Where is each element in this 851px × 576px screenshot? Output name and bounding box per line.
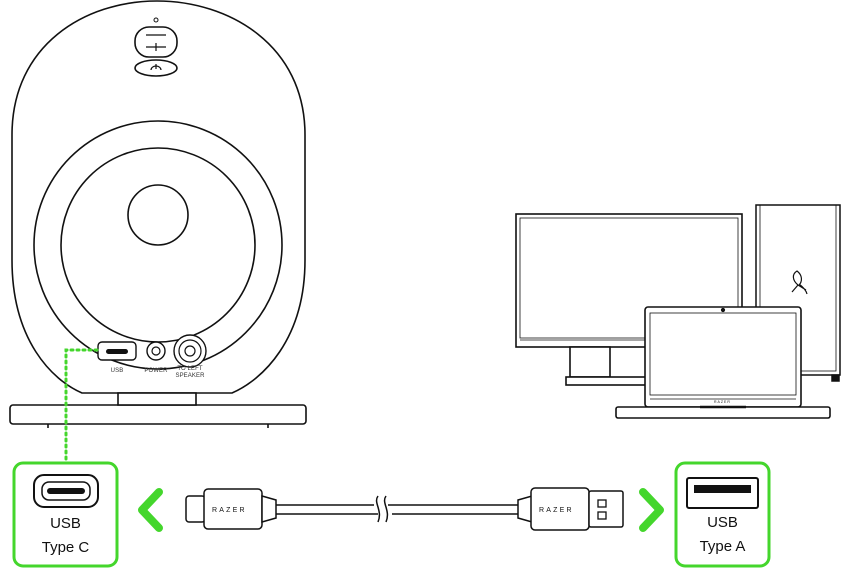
usb-c-box	[12, 461, 119, 568]
usb-port-label: USB	[110, 368, 124, 374]
usb-c-label-line1: USB	[50, 515, 81, 532]
chevron-right-icon	[639, 488, 664, 532]
chevron-left-icon	[138, 488, 163, 532]
laptop	[615, 306, 831, 419]
razer-snake-logo-icon	[791, 270, 808, 295]
usb-a-box-label: USB Type A	[676, 514, 769, 556]
power-port-label: POWER	[144, 368, 168, 374]
usb-c-label-line2: Type C	[41, 539, 90, 556]
speaker-neck	[117, 392, 197, 406]
left-speaker-port-label: TO LEFT SPEAKER	[170, 366, 210, 380]
cable-usb-a-brand: RAZER	[539, 507, 574, 514]
usb-cable	[185, 487, 624, 531]
speaker-base	[9, 404, 307, 425]
usb-a-label-line2: Type A	[699, 538, 746, 555]
laptop-brand-label: RAZER	[714, 400, 731, 404]
usb-a-box	[674, 461, 771, 568]
usb-a-label-line1: USB	[707, 514, 738, 531]
left-speaker-label-line1: TO LEFT	[177, 366, 203, 372]
speaker-driver-center	[127, 184, 189, 246]
cable-usb-c-tip	[185, 495, 206, 523]
cable-usb-a-plug	[588, 490, 624, 528]
port-indicator-line	[64, 348, 99, 462]
volume-control-icon	[134, 26, 178, 58]
left-speaker-label-line2: SPEAKER	[175, 373, 205, 379]
usb-c-box-label: USB Type C	[14, 515, 117, 557]
cable-usb-c-brand: RAZER	[212, 507, 247, 514]
speaker	[9, 0, 307, 428]
